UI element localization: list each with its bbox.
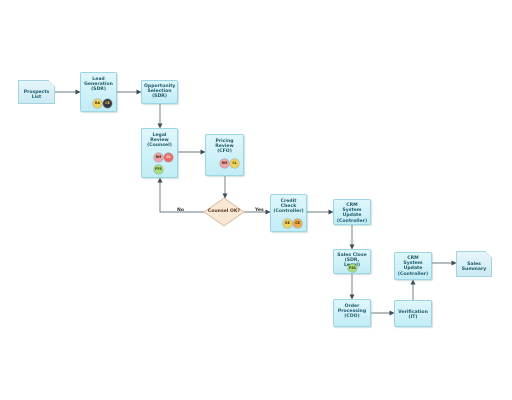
lead-badge-b: CE <box>103 99 112 108</box>
crm-update-2-box[interactable]: CRM System Update (Controller) <box>394 252 432 280</box>
order-processing-label: Order Processing (COO) <box>337 304 367 320</box>
order-processing-box[interactable]: Order Processing (COO) <box>333 299 371 327</box>
lead-generation-label: Lead Generation (SDR) <box>84 77 113 93</box>
lead-badge-a: RA <box>93 99 102 108</box>
credit-check-label: Credit Check (Controller) <box>273 199 304 215</box>
sales-summary-label: Sales Summary <box>461 262 487 272</box>
edge-decision-no <box>157 177 205 213</box>
credit-check-box[interactable]: Credit Check (Controller) RE CE <box>270 194 307 232</box>
decision-diamond <box>203 197 245 227</box>
credit-badge-b: CE <box>293 219 302 228</box>
edge-label-yes: Yes <box>255 208 264 213</box>
legal-review-box[interactable]: Legal Review (Counsel) RM CL FFS <box>141 128 178 178</box>
verification-label: Verification (IT) <box>398 310 428 321</box>
crm-update-2-label: CRM System Update (Controller) <box>397 256 429 277</box>
credit-badge-a: RE <box>283 219 292 228</box>
legal-badge-a: RM <box>154 153 163 162</box>
legal-badge-b: CL <box>164 153 173 162</box>
close-badge-a: FSS <box>348 264 357 272</box>
sales-close-box[interactable]: Sales Close (SDR, Legal) FSS <box>333 249 371 274</box>
crm-update-1-box[interactable]: CRM System Update (Controller) <box>333 199 371 225</box>
pricing-review-label: Pricing Review (CFO) <box>215 139 234 155</box>
opportunity-selection-label: Opportunity Selection (SDR) <box>144 84 176 100</box>
legal-badge-c: FFS <box>154 165 163 174</box>
edge-label-no: No <box>177 208 185 213</box>
decision-label: Counsel OK? <box>207 209 241 214</box>
pricing-review-box[interactable]: Pricing Review (CFO) RM CL <box>205 134 244 176</box>
opportunity-selection-box[interactable]: Opportunity Selection (SDR) <box>141 80 178 104</box>
pricing-badge-b: CL <box>230 159 239 168</box>
lead-generation-box[interactable]: Lead Generation (SDR) RA CE <box>80 72 117 112</box>
verification-box[interactable]: Verification (IT) <box>394 300 432 327</box>
crm-update-1-label: CRM System Update (Controller) <box>336 203 368 224</box>
sales-summary-doc[interactable]: Sales Summary <box>456 251 492 277</box>
prospects-list-doc[interactable]: Prospects List <box>18 80 55 104</box>
pricing-badge-a: RM <box>220 159 229 168</box>
legal-review-label: Legal Review (Counsel) <box>147 133 172 149</box>
prospects-list-label: Prospects List <box>23 90 50 100</box>
